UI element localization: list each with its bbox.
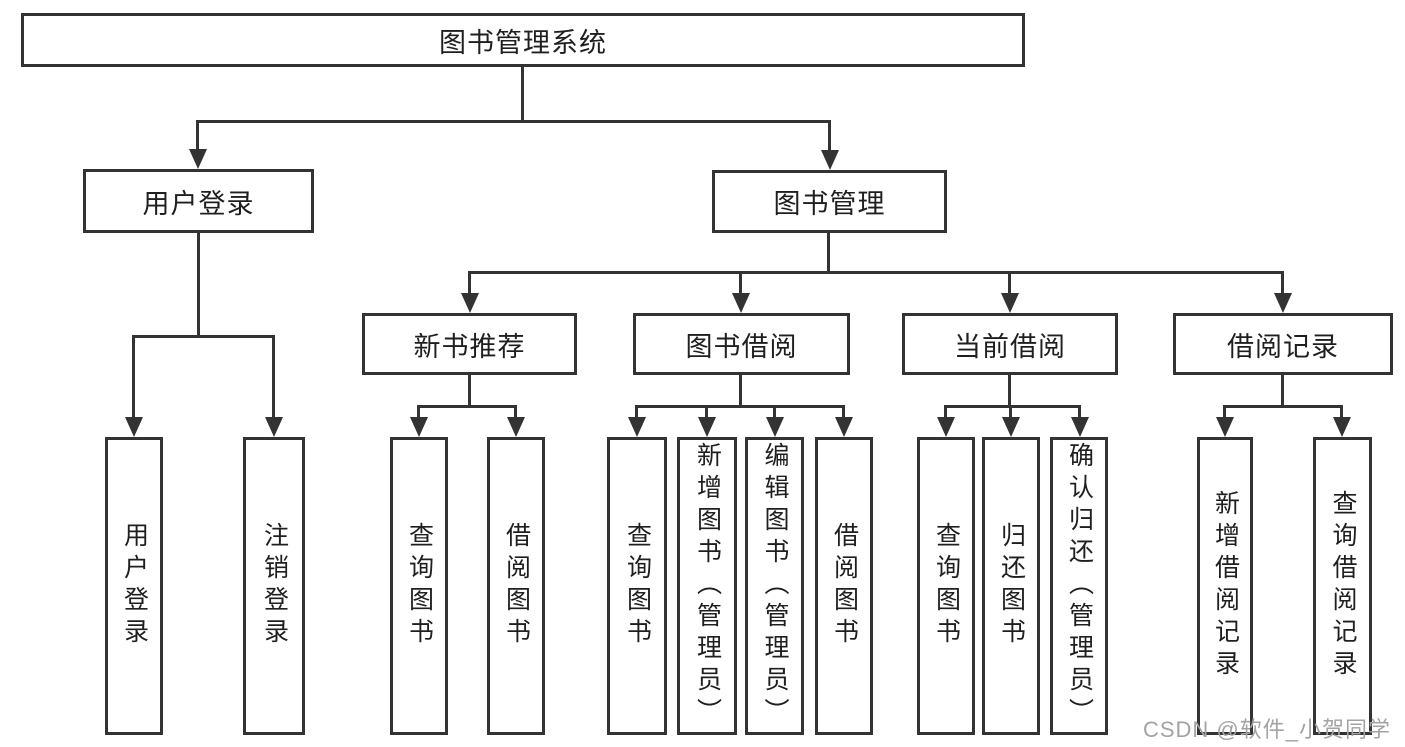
connector-line	[1008, 375, 1011, 405]
connector-line	[705, 405, 708, 419]
arrow-down-icon	[1274, 293, 1292, 313]
node-label: 新增借阅记录	[1211, 490, 1240, 682]
connector-line	[1223, 405, 1343, 408]
connector-line	[132, 335, 275, 338]
connector-line	[1281, 271, 1284, 295]
arrow-down-icon	[766, 417, 784, 437]
node-edit-books-admin: 编辑图书（管理员）	[745, 437, 804, 735]
connector-line	[1223, 405, 1226, 419]
node-label: 借阅图书	[830, 522, 859, 650]
connector-line	[828, 120, 831, 152]
node-query-borrow-record: 查询借阅记录	[1313, 437, 1372, 735]
node-borrow-books-1: 借阅图书	[487, 437, 545, 735]
connector-line	[739, 271, 742, 295]
node-borrow-books-2: 借阅图书	[815, 437, 873, 735]
arrow-down-icon	[821, 150, 839, 170]
connector-line	[944, 405, 1081, 408]
connector-line	[739, 375, 742, 405]
node-add-books-admin: 新增图书（管理员）	[677, 437, 737, 735]
node-label: 用户登录	[120, 522, 149, 650]
connector-line	[468, 375, 471, 405]
node-add-borrow-record: 新增借阅记录	[1197, 437, 1253, 735]
arrow-down-icon	[410, 417, 428, 437]
connector-line	[1281, 375, 1284, 405]
connector-line	[635, 405, 845, 408]
node-new-book-recommend: 新书推荐	[362, 313, 577, 375]
connector-line	[1009, 405, 1012, 419]
connector-line	[514, 405, 517, 419]
node-confirm-return-admin: 确认归还（管理员）	[1050, 437, 1108, 735]
connector-line	[196, 120, 199, 151]
node-label: 借阅记录	[1227, 331, 1339, 362]
node-label: 新增图书（管理员）	[693, 442, 722, 730]
node-label: 查询图书	[405, 522, 434, 650]
node-label: 编辑图书（管理员）	[761, 442, 789, 730]
node-label: 查询图书	[932, 522, 961, 650]
connector-line	[635, 405, 638, 419]
arrow-down-icon	[1071, 417, 1089, 437]
node-borrow-records: 借阅记录	[1173, 313, 1393, 375]
arrow-down-icon	[189, 149, 207, 169]
arrow-down-icon	[1001, 293, 1019, 313]
watermark: CSDN @软件_小贺同学	[1142, 717, 1391, 742]
node-return-books: 归还图书	[982, 437, 1040, 735]
connector-line	[468, 271, 1284, 274]
node-label: 图书借阅	[685, 331, 798, 362]
connector-line	[417, 405, 420, 419]
connector-line	[827, 233, 830, 271]
node-user-login-action: 用户登录	[105, 437, 163, 735]
connector-line	[521, 67, 524, 120]
node-label: 归还图书	[997, 522, 1026, 650]
arrow-down-icon	[937, 417, 955, 437]
connector-line	[1008, 271, 1011, 295]
node-user-login: 用户登录	[83, 169, 314, 233]
node-current-borrow: 当前借阅	[902, 313, 1118, 375]
arrow-down-icon	[507, 417, 525, 437]
arrow-down-icon	[698, 417, 716, 437]
node-query-books-1: 查询图书	[390, 437, 448, 735]
connector-line	[272, 335, 275, 419]
node-book-management: 图书管理	[712, 170, 947, 233]
node-label: 图书管理系统	[439, 27, 607, 58]
connector-line	[773, 405, 776, 419]
node-query-books-3: 查询图书	[917, 437, 975, 735]
connector-line	[842, 405, 845, 419]
node-label: 注销登录	[260, 522, 289, 650]
connector-line	[1340, 405, 1343, 419]
node-logout: 注销登录	[243, 437, 305, 735]
arrow-down-icon	[1216, 417, 1234, 437]
node-label: 新书推荐	[413, 331, 526, 362]
node-label: 当前借阅	[954, 331, 1066, 362]
connector-line	[944, 405, 947, 419]
node-label: 查询借阅记录	[1329, 490, 1357, 682]
connector-line	[468, 271, 471, 295]
connector-line	[197, 233, 200, 335]
node-label: 查询图书	[623, 522, 652, 650]
node-query-books-2: 查询图书	[607, 437, 667, 735]
node-library-system: 图书管理系统	[21, 13, 1025, 67]
node-label: 借阅图书	[502, 522, 531, 650]
node-label: 确认归还（管理员）	[1065, 442, 1094, 730]
arrow-down-icon	[461, 293, 479, 313]
connector-line	[196, 120, 831, 123]
arrow-down-icon	[1002, 417, 1020, 437]
arrow-down-icon	[835, 417, 853, 437]
node-book-borrow: 图书借阅	[633, 313, 850, 375]
connector-line	[132, 335, 135, 419]
connector-line	[417, 405, 517, 408]
node-label: 图书管理	[773, 189, 886, 219]
arrow-down-icon	[732, 293, 750, 313]
arrow-down-icon	[265, 417, 283, 437]
arrow-down-icon	[1333, 417, 1351, 437]
connector-line	[1078, 405, 1081, 419]
arrow-down-icon	[125, 417, 143, 437]
node-label: 用户登录	[142, 188, 255, 219]
arrow-down-icon	[628, 417, 646, 437]
